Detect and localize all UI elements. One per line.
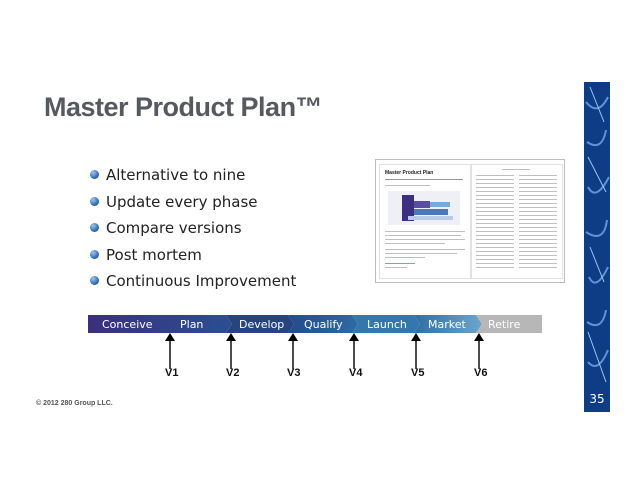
version-arrow-icon xyxy=(474,333,484,369)
version-label: V2 xyxy=(226,367,240,379)
bullet-text: Continuous Improvement xyxy=(106,272,297,290)
thumbnail-page-title: Master Product Plan xyxy=(385,170,434,176)
bullet-text: Update every phase xyxy=(106,192,258,211)
document-thumbnail: Master Product Plan xyxy=(375,159,565,283)
version-label: V5 xyxy=(411,367,425,379)
phase-label: Launch xyxy=(367,318,407,331)
phase-segment-launch xyxy=(352,315,420,333)
slide-title: Master Product Plan™ xyxy=(44,92,323,122)
phase-segment-develop xyxy=(226,315,294,333)
version-label: V3 xyxy=(287,367,301,379)
phase-label: Retire xyxy=(488,318,521,331)
phase-label: Conceive xyxy=(102,318,153,331)
phase-segment-market xyxy=(414,315,482,333)
bullet-list: Alternative to nine Update every phase C… xyxy=(90,165,296,298)
bullet-item: Update every phase xyxy=(90,192,296,219)
bullet-icon xyxy=(90,276,99,285)
version-label: V1 xyxy=(165,367,179,379)
bullet-item: Compare versions xyxy=(90,218,296,245)
phase-label: Market xyxy=(428,318,466,331)
bullet-text: Post mortem xyxy=(106,245,202,264)
bullet-text: Alternative to nine xyxy=(106,166,246,184)
copyright-footer: © 2012 280 Group LLC. xyxy=(36,400,113,407)
version-arrow-icon xyxy=(226,333,236,369)
version-label: V4 xyxy=(349,367,363,379)
bullet-item: Post mortem xyxy=(90,245,296,272)
bullet-text: Compare versions xyxy=(106,219,242,237)
thumbnail-page-left: Master Product Plan xyxy=(379,164,471,279)
bullet-icon xyxy=(90,249,99,259)
bullet-item: Continuous Improvement xyxy=(90,271,296,298)
phase-label: Qualify xyxy=(304,318,343,331)
page-number: 35 xyxy=(589,392,605,406)
phase-label: Develop xyxy=(239,318,284,331)
bullet-icon xyxy=(90,170,99,179)
thumbnail-text-line xyxy=(385,185,430,186)
bullet-item: Alternative to nine xyxy=(90,165,296,192)
version-arrow-icon xyxy=(349,333,359,369)
version-arrow-icon xyxy=(165,333,175,369)
phase-segment-qualify xyxy=(288,315,358,333)
version-arrow-icon xyxy=(411,333,421,369)
version-label: V6 xyxy=(474,367,488,379)
bullet-icon xyxy=(90,196,99,206)
phase-label: Plan xyxy=(180,318,203,331)
thumbnail-chart xyxy=(388,191,460,225)
version-arrow-icon xyxy=(288,333,298,369)
phase-segment-retire xyxy=(476,315,542,333)
phase-segment-conceive xyxy=(88,315,232,333)
bullet-icon xyxy=(90,223,99,232)
thumbnail-rule xyxy=(385,179,463,180)
thumbnail-page-right xyxy=(471,164,563,279)
phase-roadmap: Conceive Plan Develop Qualify Launch Mar… xyxy=(88,315,542,333)
decorative-sidebar xyxy=(584,82,610,412)
